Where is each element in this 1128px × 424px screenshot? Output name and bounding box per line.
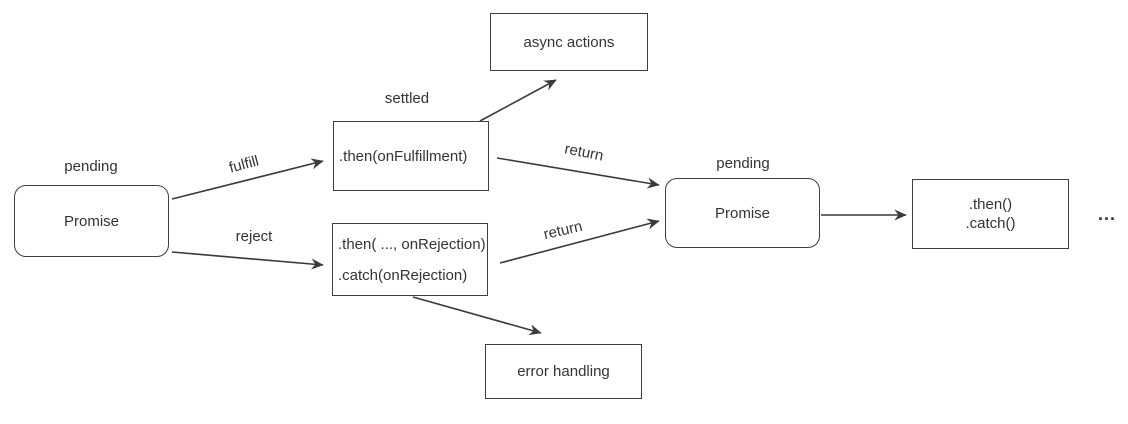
async-actions-arrow xyxy=(479,79,557,122)
rejection-then-label: .then( ..., onRejection) xyxy=(338,235,486,253)
rejection-catch-label: .catch(onRejection) xyxy=(338,266,468,284)
async-actions-node: async actions xyxy=(490,13,648,71)
promise2-label: Promise xyxy=(714,204,770,222)
promise1-label: Promise xyxy=(63,212,119,230)
then-fulfillment-state-label: settled xyxy=(384,90,430,107)
reject-arrow xyxy=(171,251,324,270)
then-fulfillment-node: .then(onFulfillment) xyxy=(333,121,489,191)
next-handlers-node: .then() .catch() xyxy=(912,179,1069,249)
reject-edge-label: reject xyxy=(235,228,273,245)
error-handling-node: error handling xyxy=(485,344,642,399)
promise1-node: Promise xyxy=(14,185,169,257)
continuation-ellipsis: ... xyxy=(1097,204,1116,224)
then-fulfillment-label: .then(onFulfillment) xyxy=(339,147,468,165)
return-bottom-arrow xyxy=(499,218,660,264)
error-handling-arrow xyxy=(412,296,542,336)
return-top-arrow xyxy=(496,157,660,189)
next-then-label: .then() xyxy=(968,196,1013,213)
promise2-state-label: pending xyxy=(716,155,770,172)
fulfill-arrow xyxy=(171,158,324,200)
promise1-state-label: pending xyxy=(64,158,118,175)
async-actions-label: async actions xyxy=(523,33,615,51)
promise2-node: Promise xyxy=(665,178,820,248)
next-catch-label: .catch() xyxy=(965,215,1016,232)
error-handling-label: error handling xyxy=(517,363,610,380)
rejection-handlers-node: .then( ..., onRejection) .catch(onReject… xyxy=(332,223,488,296)
